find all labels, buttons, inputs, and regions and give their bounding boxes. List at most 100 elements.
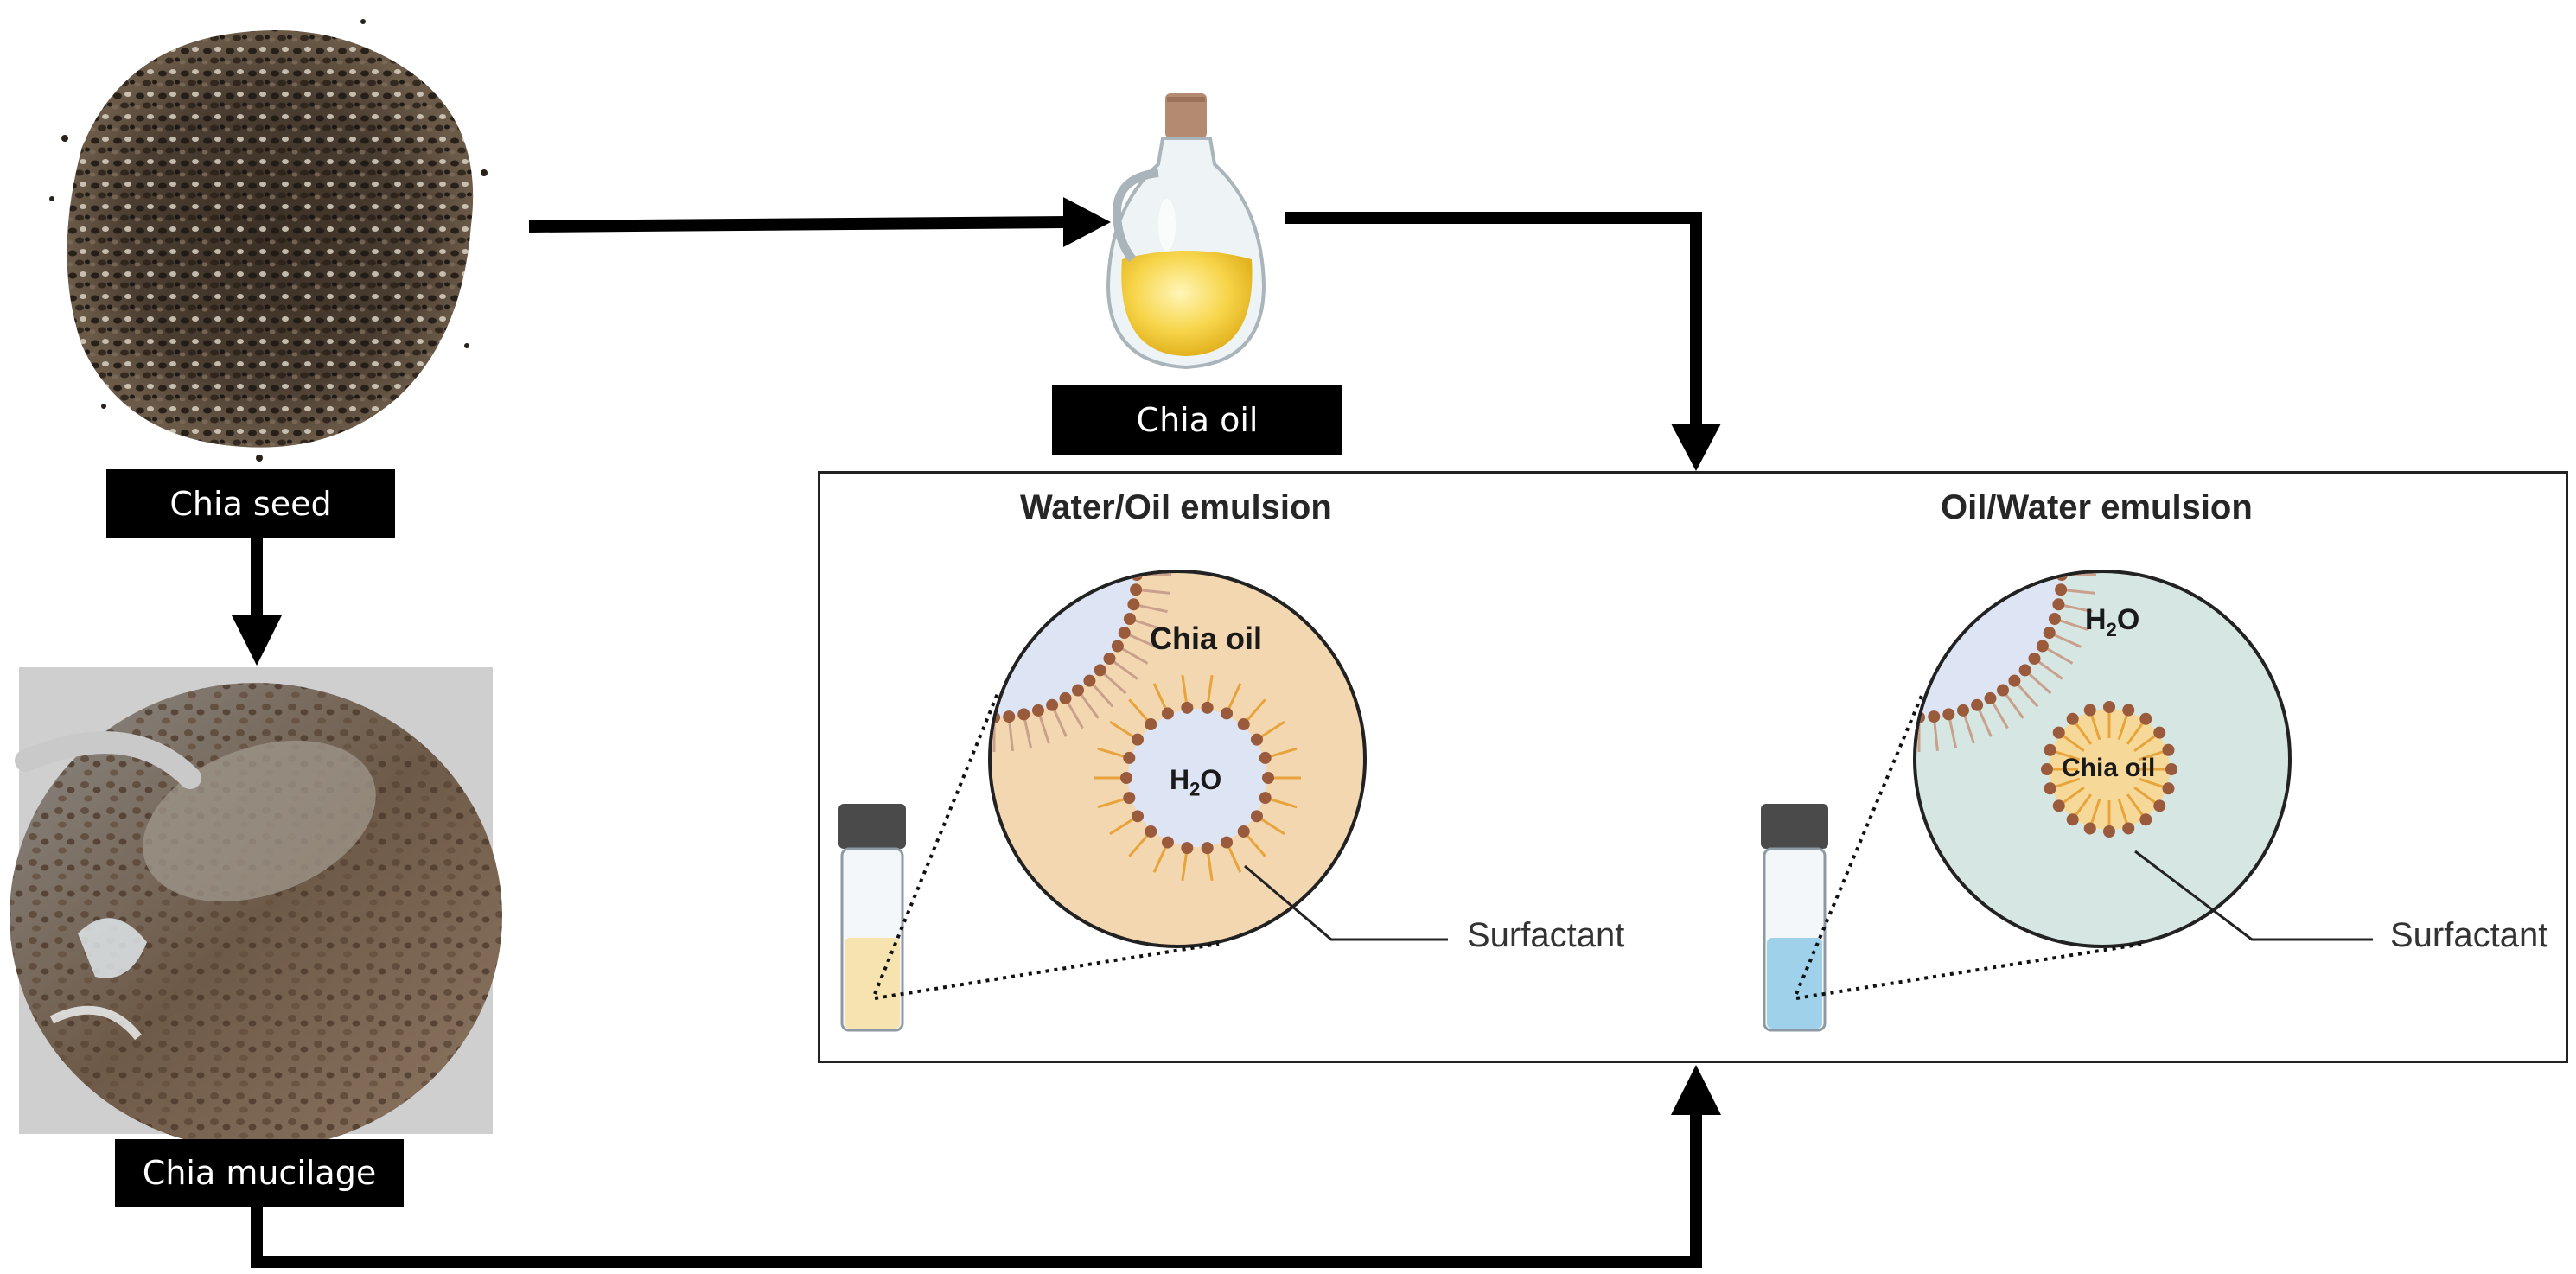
ow-outer-phase-label: H2O bbox=[2085, 603, 2139, 641]
ow-surfactant-head bbox=[2139, 712, 2152, 725]
wo-surfactant-head bbox=[1262, 772, 1274, 784]
ow-corner-surfactant-tail bbox=[1865, 406, 1875, 439]
wo-surfactant-head bbox=[1259, 751, 1272, 764]
wo-emulsion-title: Water/Oil emulsion bbox=[1020, 488, 1332, 526]
ow-surfactant-head bbox=[2083, 822, 2096, 835]
arrow-seed-to-oil bbox=[528, 197, 1111, 247]
chia-seed-pile-image bbox=[49, 19, 488, 462]
ow-corner-surfactant-head bbox=[1928, 710, 1941, 723]
ow-corner-surfactant-head bbox=[1913, 426, 1925, 438]
wo-surfactant-head bbox=[1120, 772, 1132, 784]
label-chia-mucilage: Chia mucilage bbox=[115, 1139, 404, 1207]
surfactant-label-right: Surfactant bbox=[2390, 916, 2548, 954]
ow-corner-surfactant-head bbox=[1869, 433, 1881, 445]
wo-corner-surfactant-tail bbox=[957, 401, 964, 435]
ow-outer-o: O bbox=[2116, 603, 2140, 636]
wo-surfactant-head bbox=[1123, 792, 1136, 805]
wo-corner-surfactant-head bbox=[1083, 674, 1096, 687]
wo-corner-surfactant-head bbox=[1059, 691, 1072, 704]
ow-corner-surfactant-tail bbox=[1901, 398, 1904, 433]
wo-surfactant-head bbox=[1123, 751, 1136, 764]
wo-corner-surfactant-head bbox=[1032, 433, 1044, 445]
wo-corner-surfactant-head bbox=[1046, 698, 1059, 711]
ow-corner-surfactant-tail bbox=[1963, 406, 1973, 439]
wo-corner-surfactant-head bbox=[1111, 640, 1124, 653]
ow-corner-surfactant-head bbox=[1928, 427, 1940, 439]
wo-corner-surfactant-head bbox=[959, 430, 971, 442]
ow-emulsion-title: Oil/Water emulsion bbox=[1941, 488, 2253, 526]
ow-corner-surfactant-head bbox=[1971, 438, 1983, 450]
ow-corner-surfactant-tail bbox=[1948, 401, 1955, 435]
ow-corner-surfactant-tail bbox=[1882, 401, 1889, 435]
wo-surfactant-head bbox=[1237, 825, 1250, 838]
ow-inner-phase-label: Chia oil bbox=[2062, 754, 2156, 782]
label-chia-mucilage-text: Chia mucilage bbox=[142, 1154, 377, 1192]
wo-surfactant-head bbox=[1259, 792, 1272, 805]
wo-inner-sub: 2 bbox=[1189, 778, 1201, 800]
wo-inner-o: O bbox=[1200, 764, 1222, 795]
wo-corner-surfactant-tail bbox=[922, 413, 936, 445]
ow-corner-surfactant-head bbox=[1884, 430, 1896, 442]
wo-corner-surfactant-tail bbox=[976, 398, 979, 433]
wo-inner-phase-label: H2O bbox=[1170, 764, 1221, 800]
ow-surfactant-head bbox=[2162, 782, 2175, 795]
wo-corner-surfactant-tail bbox=[876, 443, 899, 469]
ow-corner-surfactant-head bbox=[1996, 684, 2009, 697]
ow-surfactant-head bbox=[2066, 813, 2079, 826]
wo-corner-surfactant-head bbox=[904, 454, 916, 466]
wo-corner-surfactant-head bbox=[1017, 708, 1030, 721]
ow-corner-surfactant-tail bbox=[1815, 431, 1836, 459]
ow-corner-surfactant-head bbox=[1855, 438, 1867, 450]
wo-corner-surfactant-head bbox=[1003, 427, 1015, 439]
ow-surfactant-head bbox=[2083, 704, 2096, 717]
arrow-mucilage-to-panel bbox=[251, 1065, 1721, 1268]
wo-corner-surfactant-head bbox=[917, 445, 929, 457]
ow-surfactant-head bbox=[2153, 726, 2166, 739]
emulsion-panel bbox=[818, 471, 2568, 1063]
ow-corner-surfactant-tail bbox=[1991, 421, 2008, 451]
ow-corner-surfactant-head bbox=[2036, 640, 2049, 653]
ow-surfactant-head bbox=[2162, 743, 2175, 756]
wo-surfactant-head bbox=[1145, 825, 1157, 838]
ow-surfactant-head bbox=[2153, 799, 2166, 812]
wo-surfactant-head bbox=[1237, 718, 1250, 731]
wo-surfactant-head bbox=[1132, 810, 1145, 823]
ow-corner-surfactant-head bbox=[1942, 430, 1954, 442]
ow-surfactant-head bbox=[2052, 726, 2065, 739]
ow-corner-surfactant-head bbox=[1842, 445, 1854, 457]
label-chia-seed: Chia seed bbox=[106, 469, 395, 538]
wo-corner-surfactant-tail bbox=[1038, 406, 1049, 439]
wo-corner-surfactant-head bbox=[1123, 612, 1136, 625]
wo-corner-surfactant-head bbox=[1003, 710, 1016, 723]
ow-corner-surfactant-tail bbox=[1847, 413, 1861, 445]
ow-corner-surfactant-tail bbox=[1801, 443, 1824, 469]
wo-corner-surfactant-head bbox=[1072, 454, 1084, 466]
ow-corner-surfactant-head bbox=[1984, 691, 1997, 704]
ow-surfactant-head bbox=[2165, 763, 2177, 775]
wo-corner-surfactant-head bbox=[1127, 598, 1140, 611]
wo-corner-surfactant-head bbox=[973, 427, 985, 439]
ow-surfactant-head bbox=[2066, 712, 2079, 725]
ow-corner-surfactant-head bbox=[1956, 704, 1969, 717]
ow-surfactant-head bbox=[2044, 743, 2056, 756]
wo-vial bbox=[838, 804, 906, 1032]
label-chia-seed-text: Chia seed bbox=[169, 485, 332, 523]
ow-surfactant-head bbox=[2052, 799, 2065, 812]
wo-corner-surfactant-head bbox=[1103, 652, 1116, 665]
wo-corner-surfactant-head bbox=[988, 426, 1000, 438]
ow-corner-surfactant-head bbox=[1942, 708, 1955, 721]
ow-corner-surfactant-head bbox=[1997, 454, 2009, 466]
ow-corner-surfactant-head bbox=[2052, 598, 2065, 611]
wo-zoom-lines bbox=[873, 691, 1220, 1000]
ow-zoom-lines bbox=[1795, 691, 2145, 1000]
ow-corner-surfactant-head bbox=[2055, 583, 2068, 596]
ow-corner-surfactant-head bbox=[2008, 674, 2021, 687]
arrow-oil-to-panel bbox=[1285, 212, 1721, 471]
ow-corner-surfactant-head bbox=[1898, 427, 1910, 439]
wo-corner-surfactant-tail bbox=[906, 421, 923, 451]
ow-corner-surfactant-tail bbox=[2003, 431, 2024, 459]
ow-outer-h: H bbox=[2085, 603, 2107, 636]
ow-surfactant-head bbox=[2122, 704, 2135, 717]
ow-corner-surfactant-head bbox=[2048, 612, 2061, 625]
ow-corner-surfactant-head bbox=[1957, 433, 1969, 445]
